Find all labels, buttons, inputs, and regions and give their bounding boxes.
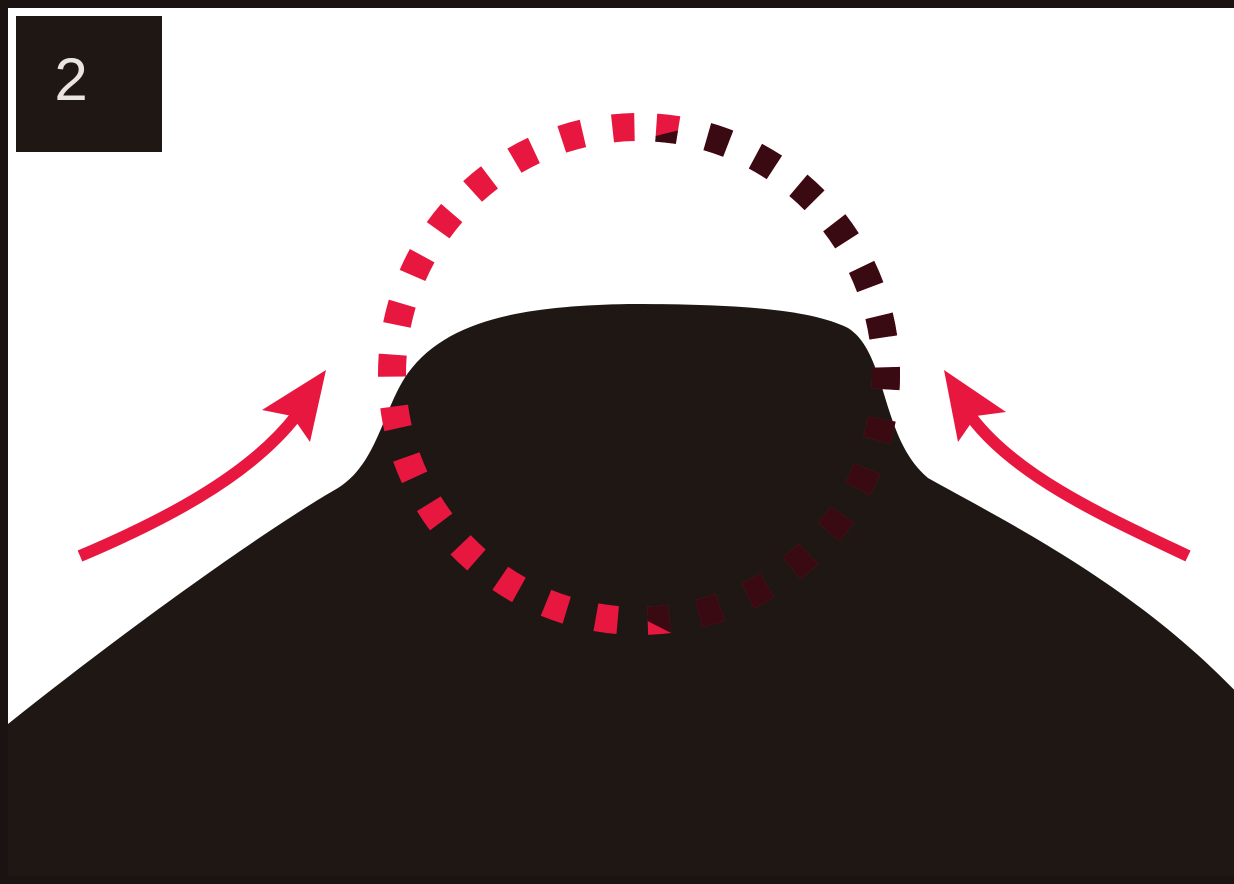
diagram-canvas [8, 8, 1234, 884]
silhouette-shape [8, 304, 1234, 884]
step-badge: 2 [16, 16, 162, 152]
step-number: 2 [0, 12, 144, 148]
